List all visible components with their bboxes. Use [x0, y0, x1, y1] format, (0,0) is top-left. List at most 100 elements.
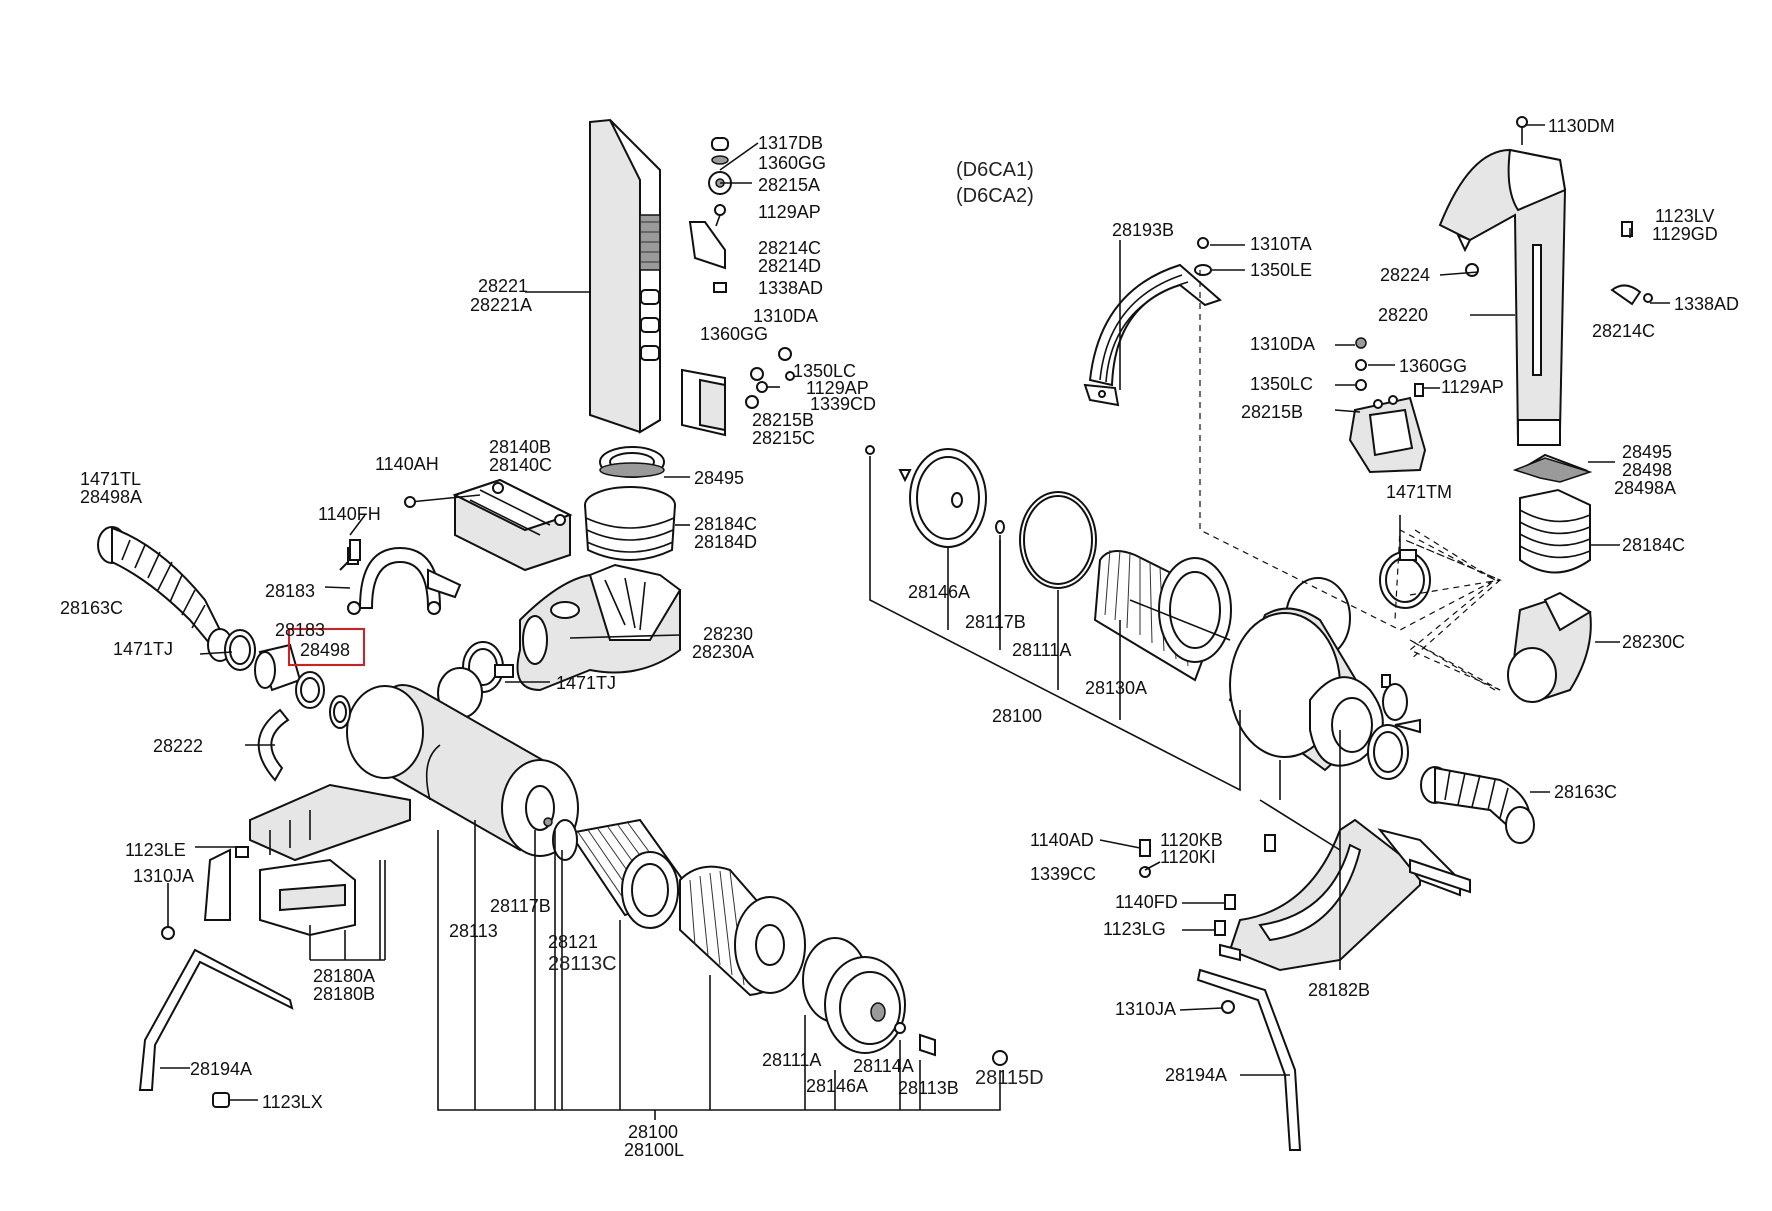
label-1123LE: 1123LE — [125, 840, 186, 860]
label-28140C: 28140C — [489, 455, 552, 475]
label-28130A: 28130A — [1085, 678, 1147, 698]
label-1140AH: 1140AH — [375, 454, 439, 474]
label-28182B: 28182B — [1308, 980, 1370, 1000]
part-28495-gasket — [599, 446, 665, 478]
part-28215B-bracket-right — [1348, 395, 1427, 474]
label-28111A: 28111A — [762, 1050, 821, 1070]
label-28184C: 28184C — [694, 514, 757, 534]
label-28100-b: 28100 — [992, 706, 1042, 726]
part-28182B-cradle — [1219, 818, 1471, 972]
leaders-left — [160, 476, 690, 1101]
label-28100: 28100 — [628, 1122, 678, 1142]
part-28193B-strap — [1083, 263, 1222, 407]
label-1471TJ: 1471TJ — [113, 639, 173, 659]
label-28495: 28495 — [694, 468, 744, 488]
part-28130A-filter — [1093, 549, 1232, 682]
label-1123LX: 1123LX — [262, 1092, 323, 1112]
part-28146A-cover-left — [802, 937, 906, 1054]
bracket-lines-28100-left — [309, 820, 1001, 1120]
fastener-stack-top — [681, 137, 795, 437]
label-1360GG: 1360GG — [758, 153, 826, 173]
engine-code-2: (D6CA2) — [956, 185, 1034, 207]
part-28146A-cover-right — [865, 445, 987, 548]
label-1129AP-b: 1129AP — [806, 378, 869, 398]
part-28117B-oring — [995, 520, 1005, 534]
label-28215B-b: 28215B — [1241, 402, 1303, 422]
part-28194A-bracket-right — [1196, 968, 1302, 1151]
label-1338AD: 1338AD — [758, 278, 823, 298]
part-28114A-clip — [894, 1022, 1008, 1066]
label-1310DA-b: 1310DA — [1250, 334, 1315, 354]
bolt-1140FH — [349, 539, 361, 561]
label-28114A: 28114A — [853, 1056, 914, 1076]
label-28214D: 28214D — [758, 256, 821, 276]
label-28113B: 28113B — [898, 1078, 959, 1098]
part-28230C-housing-right — [1507, 591, 1592, 703]
part-28230-inlet-housing — [516, 563, 682, 692]
nut-1310JA-left — [161, 926, 175, 940]
label-1350LC-b: 1350LC — [1250, 374, 1313, 394]
label-28163C: 28163C — [60, 598, 123, 618]
part-labels: 1317DB 1360GG 28215A 1129AP 28214C 28214… — [60, 116, 1739, 1160]
label-1339CC: 1339CC — [1030, 864, 1096, 884]
label-1471TM: 1471TM — [1386, 482, 1452, 502]
label-28100L: 28100L — [624, 1140, 684, 1160]
label-1338AD-b: 1338AD — [1674, 294, 1739, 314]
part-28221-cover — [525, 118, 661, 434]
label-28140B: 28140B — [489, 437, 551, 457]
label-1360GG-c: 1360GG — [1399, 356, 1467, 376]
label-1310DA: 1310DA — [753, 306, 818, 326]
label-28214C-b: 28214C — [1592, 321, 1655, 341]
label-28146A: 28146A — [806, 1076, 868, 1096]
label-28221: 28221 — [478, 276, 528, 296]
part-28220-duct — [1438, 116, 1567, 446]
engine-code-1: (D6CA1) — [956, 159, 1034, 181]
part-28140B-bracket — [404, 478, 573, 572]
label-28111A-b: 28111A — [1012, 640, 1071, 660]
part-28180A-base — [203, 783, 411, 937]
part-28100-housing-right — [1228, 577, 1408, 772]
label-28495-b: 28495 — [1622, 442, 1672, 462]
label-28180A: 28180A — [313, 966, 375, 986]
label-28117B-b: 28117B — [965, 612, 1026, 632]
label-1317DB: 1317DB — [758, 133, 823, 153]
label-1140FH: 1140FH — [318, 504, 381, 524]
label-1310JA: 1310JA — [133, 866, 194, 886]
label-1339CD: 1339CD — [810, 394, 876, 414]
label-1140AD: 1140AD — [1030, 830, 1094, 850]
label-1120KI: 1120KI — [1160, 847, 1216, 867]
label-28214C: 28214C — [758, 238, 821, 258]
engine-codes: (D6CA1) (D6CA2) — [956, 159, 1034, 207]
label-1129AP-c: 1129AP — [1441, 377, 1504, 397]
part-28222-band — [257, 708, 290, 782]
label-28184C-b: 28184C — [1622, 535, 1685, 555]
label-28121: 28121 — [548, 932, 598, 952]
part-28194A-bracket-left — [138, 948, 294, 1091]
label-28498: 28498 — [300, 640, 350, 660]
part-28184C-bellows-right — [1519, 488, 1591, 574]
label-28180B: 28180B — [313, 984, 375, 1004]
label-1130DM: 1130DM — [1548, 116, 1615, 136]
part-clamp-right-lower — [1367, 718, 1421, 780]
label-28221A: 28221A — [470, 295, 532, 315]
label-28230A: 28230A — [692, 642, 754, 662]
label-1350LC: 1350LC — [793, 361, 856, 381]
label-1310JA-b: 1310JA — [1115, 999, 1176, 1019]
label-28498A: 28498A — [80, 487, 142, 507]
label-1123LG: 1123LG — [1103, 919, 1166, 939]
label-28115D: 28115D — [975, 1067, 1044, 1089]
label-28498-b: 28498 — [1622, 460, 1672, 480]
label-28222: 28222 — [153, 736, 203, 756]
label-1123LV: 1123LV — [1655, 206, 1714, 226]
label-28498A-b: 28498A — [1614, 478, 1676, 498]
label-1471TL: 1471TL — [80, 469, 141, 489]
label-1360GG-b: 1360GG — [700, 324, 768, 344]
part-28111A-gasket-right — [1019, 491, 1097, 589]
label-1310TA: 1310TA — [1250, 234, 1312, 254]
label-28163C-b: 28163C — [1554, 782, 1617, 802]
label-28193B: 28193B — [1112, 220, 1174, 240]
label-28183-b: 28183 — [275, 620, 325, 640]
part-1471TM-clamp — [1379, 549, 1431, 609]
label-28184D: 28184D — [694, 532, 757, 552]
